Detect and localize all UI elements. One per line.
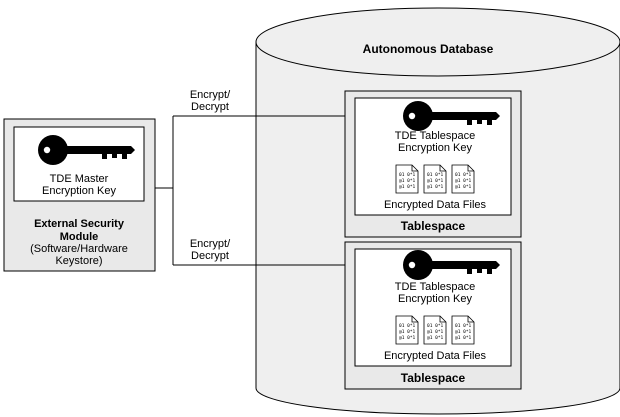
arrow-label-bottom-line1: Encrypt/ [190,238,231,250]
module-subtitle-line2: Keystore) [55,255,102,267]
master-key-label-line2: Encryption Key [42,185,116,197]
database-title: Autonomous Database [363,42,494,56]
tablespace-title: Tablespace [401,371,466,385]
file-glyph-line: @1 0*1 [399,184,416,190]
tablespace-key-label-line1: TDE Tablespace [395,130,476,142]
file-glyph-line: 01 0*1 [427,323,444,329]
file-glyph-line: @1 0*1 [455,329,472,335]
module-subtitle-line1: (Software/Hardware [30,243,128,255]
file-glyph-line: @1 0*1 [455,335,472,341]
arrow-label-bottom-line2: Decrypt [191,250,229,262]
arrow-label-top-line1: Encrypt/ [190,89,231,101]
master-key-label-line1: TDE Master [50,173,109,185]
file-glyph-line: @1 0*1 [427,335,444,341]
arrow-label-top-line2: Decrypt [191,101,229,113]
encrypted-files-label: Encrypted Data Files [384,199,487,211]
tablespace-key-label-line2: Encryption Key [398,142,472,154]
file-glyph-line: @1 0*1 [399,329,416,335]
encrypted-files-group: 01 0*1 @1 0*1 @1 0*1 01 0*1 @1 0*1 @1 0*… [395,164,475,194]
external-security-module [3,118,156,272]
file-glyph-line: 01 0*1 [455,172,472,178]
file-glyph-line: 01 0*1 [427,172,444,178]
tablespace-title: Tablespace [401,219,466,233]
encrypted-files-group: 01 0*1 @1 0*1 @1 0*1 01 0*1 @1 0*1 @1 0*… [395,315,475,345]
file-glyph-line: @1 0*1 [427,178,444,184]
module-title-line2: Module [60,231,99,243]
file-glyph-line: @1 0*1 [427,329,444,335]
file-glyph-line: 01 0*1 [455,323,472,329]
module-title-line1: External Security [34,218,125,230]
file-glyph-line: 01 0*1 [399,172,416,178]
tablespace-key-label-line2: Encryption Key [398,293,472,305]
file-glyph-line: @1 0*1 [455,184,472,190]
encrypted-files-label: Encrypted Data Files [384,350,487,362]
file-glyph-line: @1 0*1 [399,178,416,184]
file-glyph-line: 01 0*1 [399,323,416,329]
tablespace-key-label-line1: TDE Tablespace [395,281,476,293]
file-glyph-line: @1 0*1 [455,178,472,184]
file-glyph-line: @1 0*1 [399,335,416,341]
file-glyph-line: @1 0*1 [427,184,444,190]
